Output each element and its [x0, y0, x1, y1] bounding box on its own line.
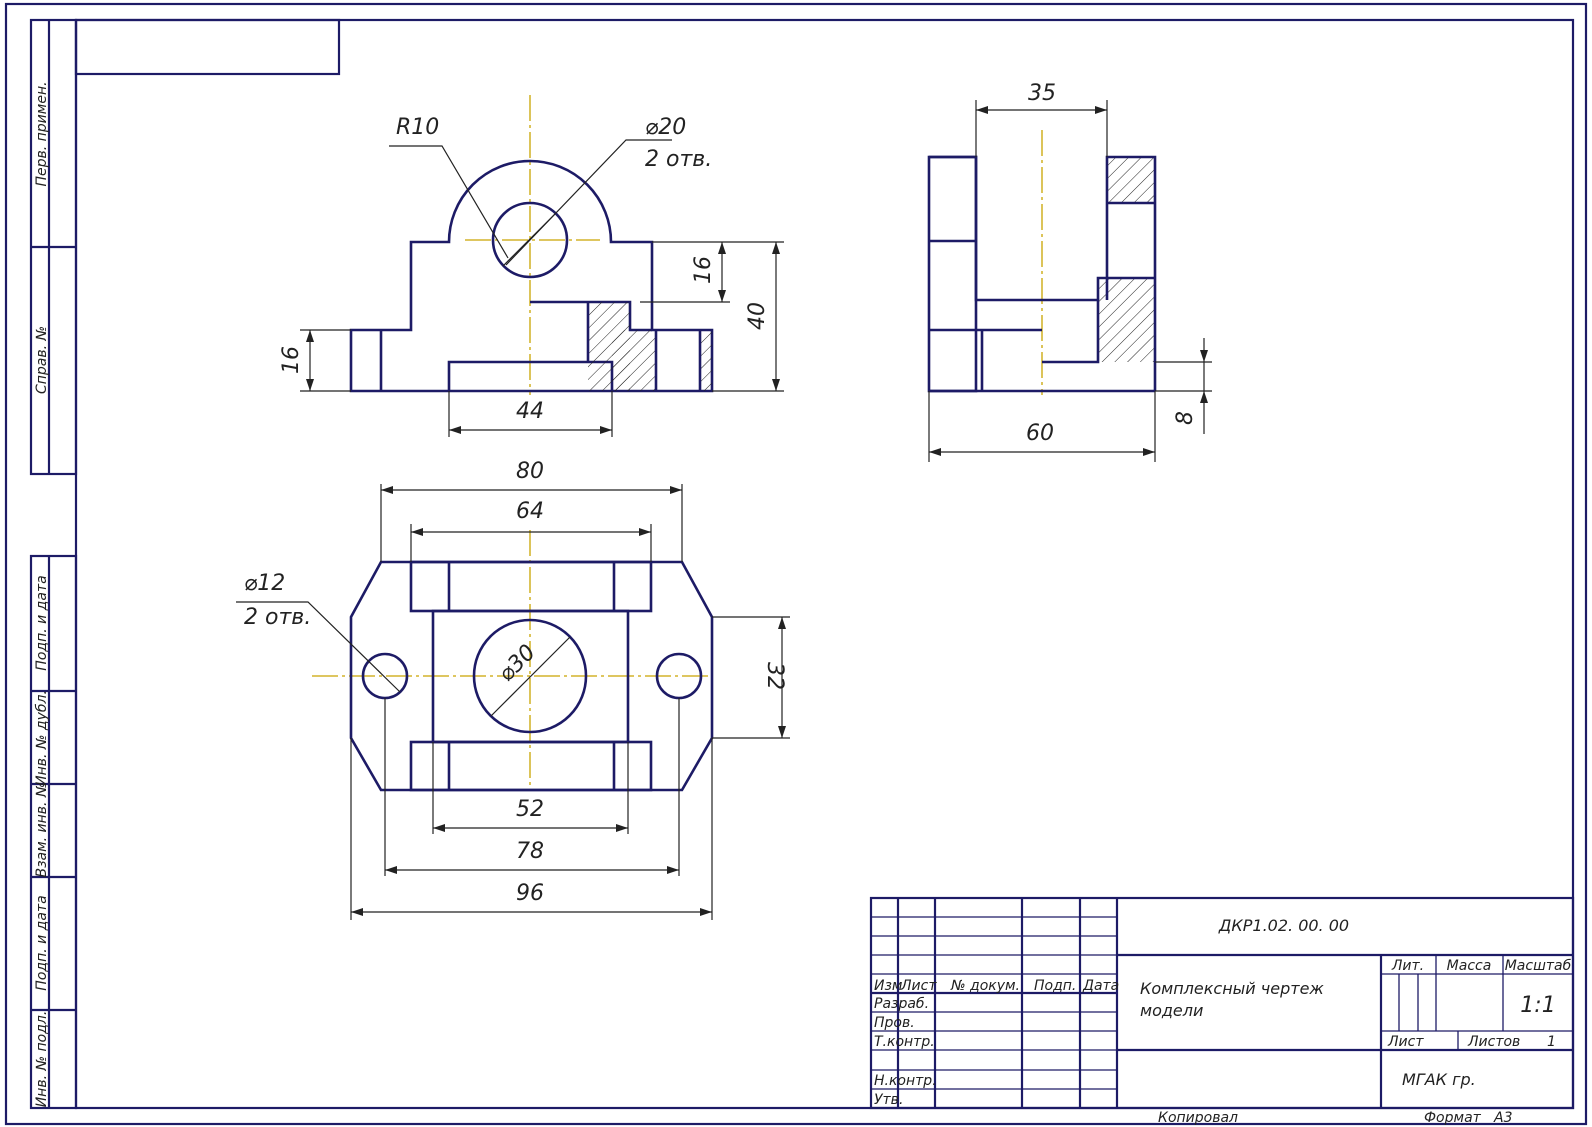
tb-col-sign: Подп.	[1034, 978, 1076, 994]
tb-designation: ДКР1.02. 00. 00	[1218, 916, 1349, 935]
stamp-podp-data-1: Подп. и дата	[34, 575, 50, 670]
top-dia12-label: ⌀12	[244, 571, 285, 596]
tb-sheets-label: Листов	[1467, 1034, 1520, 1050]
top-dim-96: 96	[516, 881, 544, 906]
tb-scale-label: Масштаб	[1505, 958, 1572, 974]
front-dim-16-left: 16	[279, 346, 304, 374]
front-hole	[491, 201, 569, 279]
top-view: 80 64 ⌀12 2 отв. ⌀30 32 52 78	[236, 459, 790, 920]
side-dim-35: 35	[1028, 81, 1056, 106]
front-dia20-label: ⌀20	[645, 115, 686, 140]
tb-name-line2: модели	[1140, 1001, 1203, 1020]
tb-sheet-label: Лист	[1387, 1034, 1424, 1050]
top-dim-80: 80	[516, 459, 544, 484]
side-dim-60: 60	[1026, 421, 1054, 446]
top-outline	[349, 560, 714, 792]
top-hole-count-label: 2 отв.	[244, 605, 311, 630]
tb-copied: Копировал	[1158, 1110, 1238, 1126]
front-view: R10 ⌀20 2 отв. 16 40 16 44	[279, 95, 784, 437]
stamp-podp-data-2: Подп. и дата	[34, 895, 50, 990]
top-left-designation-box	[74, 18, 341, 76]
title-block: ДКР1.02. 00. 00 Комплексный чертеж модел…	[869, 896, 1575, 1126]
tb-col-izm: Изм	[874, 978, 903, 994]
tb-col-list: Лист	[900, 978, 937, 994]
tb-col-doc: № докум.	[950, 978, 1020, 994]
side-section-hatch	[1107, 157, 1155, 203]
tb-col-date: Дата	[1082, 978, 1119, 994]
top-dim-64: 64	[516, 499, 544, 524]
stamp-perv-primen: Перв. примен.	[34, 81, 50, 186]
stamp-vzam-inv: Взам. инв. №	[34, 782, 50, 877]
tb-row-tkontr: Т.контр.	[874, 1034, 935, 1050]
side-view: 35 60 8	[927, 81, 1212, 462]
tb-org: МГАК гр.	[1402, 1070, 1476, 1089]
top-dim-78: 78	[516, 839, 544, 864]
tb-name-line1: Комплексный чертеж	[1140, 979, 1324, 998]
front-outline	[349, 159, 714, 393]
stamp-sprav-no: Справ. №	[34, 326, 50, 394]
tb-row-prov: Пров.	[874, 1015, 915, 1031]
stamp-inv-dubl: Инв. № дубл.	[34, 690, 50, 786]
top-center-hole	[472, 618, 588, 734]
top-dia30-label: ⌀30	[494, 640, 541, 687]
top-dim-52: 52	[516, 797, 544, 822]
front-hole-count-label: 2 отв.	[645, 147, 712, 172]
tb-row-nkontr: Н.контр.	[874, 1073, 937, 1089]
stamp-inv-podl: Инв. № подл.	[34, 1011, 50, 1108]
front-r10-label: R10	[396, 115, 439, 140]
tb-sheets-value: 1	[1547, 1034, 1556, 1050]
side-dim-8: 8	[1173, 411, 1198, 425]
tb-format-value: А3	[1493, 1110, 1512, 1126]
tb-row-utv: Утв.	[874, 1092, 903, 1108]
outer-border	[4, 2, 1588, 1126]
tb-mass-label: Масса	[1447, 958, 1492, 974]
front-dim-44: 44	[516, 399, 544, 424]
front-dim-16-right: 16	[691, 256, 716, 284]
side-stamp-columns: Перв. примен. Справ. № Подп. и дата Инв.…	[29, 18, 78, 1110]
tb-lit-label: Лит.	[1391, 958, 1424, 974]
inner-border	[74, 18, 1575, 1110]
tb-scale-value: 1:1	[1520, 993, 1555, 1018]
top-dim-32: 32	[762, 662, 787, 690]
tb-row-razrab: Разраб.	[874, 996, 929, 1012]
front-dim-40: 40	[745, 302, 770, 330]
tb-format-label: Формат	[1424, 1110, 1482, 1126]
